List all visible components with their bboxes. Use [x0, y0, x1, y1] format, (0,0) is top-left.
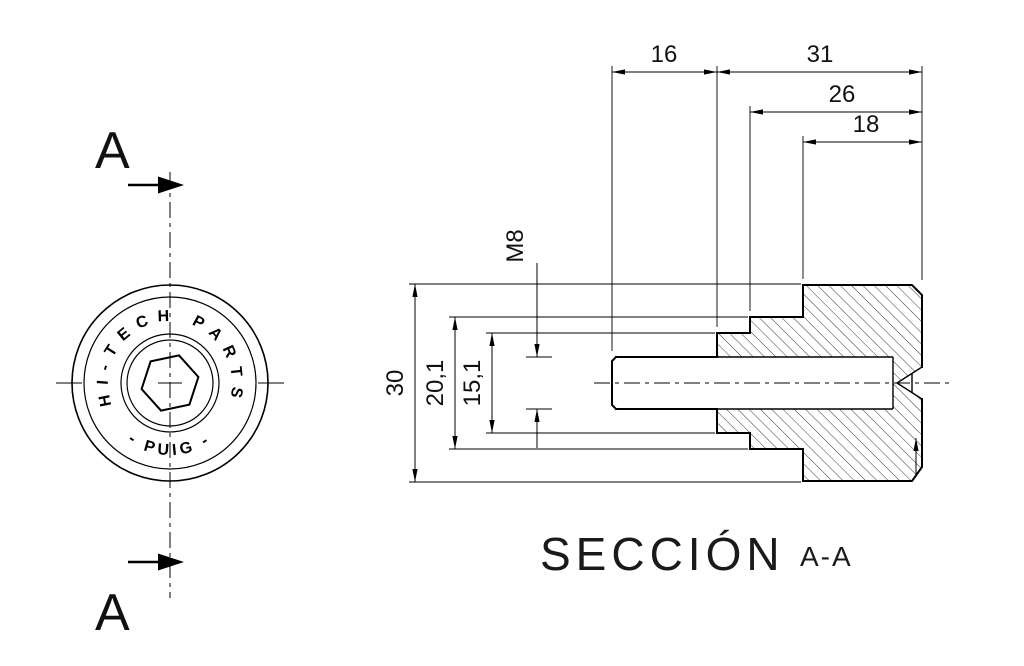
dim-label-15-1: 15,1 — [459, 360, 486, 407]
section-title: SECCIÓN — [540, 528, 785, 580]
dimension-16: 16 — [612, 41, 717, 75]
dimension-31: 31 — [717, 41, 922, 75]
second-circle — [83, 296, 257, 470]
section-arrow-head-top — [158, 176, 184, 194]
internal-edges — [717, 356, 923, 410]
dimension-20-1: 20,1 — [422, 317, 458, 449]
extension-lines — [409, 66, 923, 483]
dim-label-16: 16 — [651, 41, 678, 68]
part-outline — [611, 284, 923, 482]
dim-label-31: 31 — [807, 41, 834, 68]
dimension-26: 26 — [750, 81, 922, 115]
dimension-15-1: 15,1 — [459, 333, 495, 433]
dimension-18: 18 — [803, 111, 922, 145]
socket-cone-bottom — [896, 382, 923, 400]
dim-label-26: 26 — [829, 81, 856, 108]
front-view: HI-TECH PARTS - PUIG - A A — [56, 122, 284, 642]
outer-circle — [71, 284, 269, 482]
dimension-30: 30 — [382, 284, 418, 482]
section-arrow-head-bottom — [158, 553, 184, 571]
dim-label-30: 30 — [382, 370, 409, 397]
section-view: 16 31 26 18 30 20,1 15,1 — [382, 41, 952, 483]
section-label-top: A — [95, 122, 130, 180]
dimension-m8: M8 — [502, 229, 540, 448]
section-label-bottom: A — [95, 584, 130, 642]
dim-label-20-1: 20,1 — [422, 360, 449, 407]
section-cut-arrow-top: A — [95, 122, 184, 194]
section-cut-arrow-bottom: A — [95, 553, 184, 642]
section-title-suffix: A-A — [800, 541, 853, 572]
hatch-area-top — [717, 285, 922, 383]
hatch-area-bottom — [717, 383, 922, 481]
socket-cone-top — [896, 366, 923, 384]
dim-label-18: 18 — [853, 111, 880, 138]
inner-circle-inner — [126, 339, 214, 427]
hex-socket — [140, 354, 200, 412]
inner-circle-outer — [120, 333, 220, 433]
dim-label-m8: M8 — [502, 229, 529, 262]
